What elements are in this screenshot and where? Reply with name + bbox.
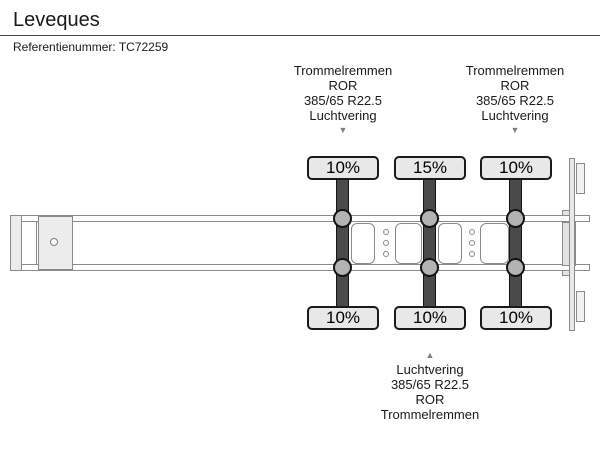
annotation-line: ROR — [415, 392, 445, 407]
taillight-bottom — [576, 291, 585, 322]
axle-3-spec-annotation: Trommelremmen ROR 385/65 R22.5 Luchtveri… — [420, 63, 600, 135]
axle-2-suspension-mount — [420, 209, 439, 228]
crossmember-panel — [438, 223, 462, 264]
annotation-line: Luchtvering — [396, 362, 464, 377]
kingpin-icon — [50, 238, 58, 246]
chassis-rail-front — [10, 215, 590, 222]
kingpin-plate — [38, 216, 73, 270]
arrow-down-icon: ▼ — [338, 125, 348, 135]
axle-3-suspension-mount — [506, 258, 525, 277]
crossmember-panel — [480, 223, 509, 264]
axle-2-shaft — [423, 172, 436, 311]
annotation-line: ROR — [500, 78, 530, 93]
axle-3-load-bottom: 10% — [480, 306, 552, 330]
axle-3-load-top: 10% — [480, 156, 552, 180]
front-end-cap — [10, 215, 22, 271]
arrow-up-icon: ▲ — [425, 350, 435, 360]
axle-2-load-bottom: 10% — [394, 306, 466, 330]
annotation-line: Luchtvering — [309, 108, 377, 123]
annotation-line: 385/65 R22.5 — [390, 377, 470, 392]
annotation-line: ROR — [328, 78, 358, 93]
axle-1-shaft — [336, 172, 349, 311]
rivet-dot — [469, 240, 475, 246]
axle-3-suspension-mount — [506, 209, 525, 228]
axle-2-load-top: 15% — [394, 156, 466, 180]
crossmember-panel — [395, 223, 422, 264]
front-crossmember-line — [36, 222, 37, 264]
rivet-dot — [469, 251, 475, 257]
annotation-line: Trommelremmen — [465, 63, 565, 78]
annotation-line: Luchtvering — [481, 108, 549, 123]
axle-2-suspension-mount — [420, 258, 439, 277]
page-title: Leveques — [13, 9, 100, 31]
rivet-dot — [383, 251, 389, 257]
annotation-line: 385/65 R22.5 — [303, 93, 383, 108]
annotation-line: Trommelremmen — [293, 63, 393, 78]
rear-bumper-bar — [569, 158, 575, 331]
taillight-top — [576, 163, 585, 194]
annotation-line: Trommelremmen — [380, 407, 480, 422]
rivet-dot — [383, 229, 389, 235]
axle-1-suspension-mount — [333, 209, 352, 228]
axle-1-load-bottom: 10% — [307, 306, 379, 330]
chassis-rail-rear — [10, 264, 590, 271]
crossmember-panel — [351, 223, 375, 264]
axle-1-suspension-mount — [333, 258, 352, 277]
reference-number: Referentienummer: TC72259 — [13, 40, 169, 54]
rivet-dot — [469, 229, 475, 235]
arrow-down-icon: ▼ — [510, 125, 520, 135]
axle-2-spec-annotation: ▲ Luchtvering 385/65 R22.5 ROR Trommelre… — [335, 350, 525, 422]
axle-1-load-top: 10% — [307, 156, 379, 180]
axle-3-shaft — [509, 172, 522, 311]
title-divider — [0, 35, 600, 36]
annotation-line: 385/65 R22.5 — [475, 93, 555, 108]
axle-1-spec-annotation: Trommelremmen ROR 385/65 R22.5 Luchtveri… — [248, 63, 438, 135]
rivet-dot — [383, 240, 389, 246]
